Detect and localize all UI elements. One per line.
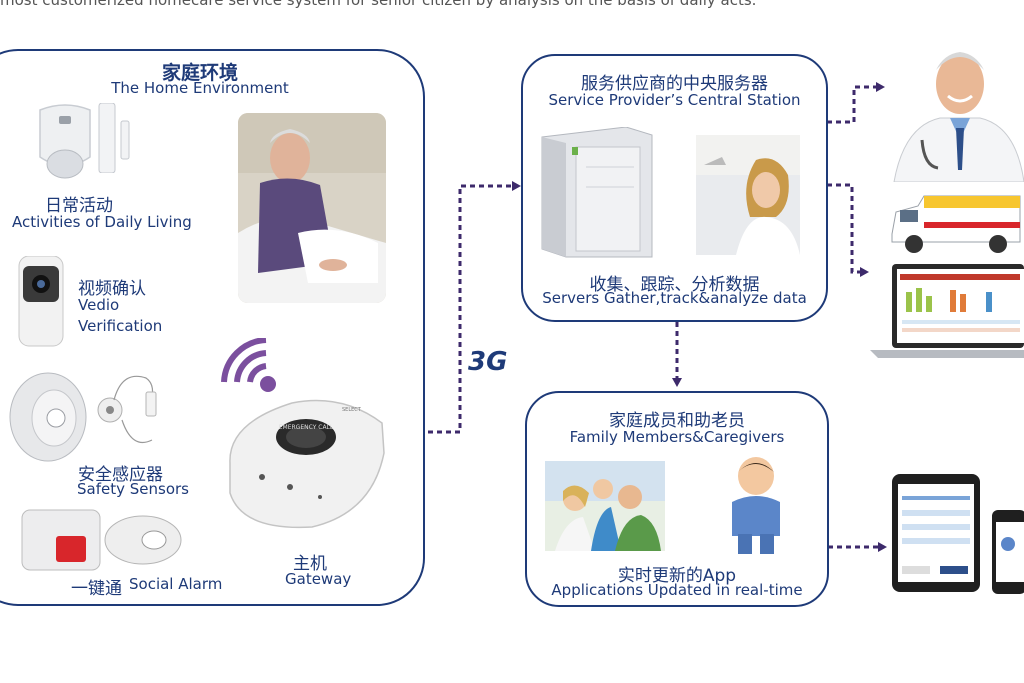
gateway-ring-text: EMERGENCY CALL	[279, 424, 334, 431]
adl-label-en: Activities of Daily Living	[12, 213, 192, 231]
phone-icon	[992, 510, 1024, 594]
safety-label-en: Safety Sensors	[77, 480, 189, 498]
server-icon	[536, 127, 654, 259]
wifi-icon	[220, 338, 282, 396]
smoke-detector-icon	[8, 370, 88, 464]
family-photo	[545, 461, 665, 551]
home-title-en: The Home Environment	[111, 79, 289, 97]
3g-label: 3G	[468, 347, 508, 377]
operator-photo	[696, 135, 800, 255]
gather-label-cn: 收集、跟踪、分析数据	[589, 275, 760, 295]
alarm-label-en: Social Alarm	[129, 575, 223, 593]
home-title-cn: 家庭环境	[161, 62, 238, 84]
family-title-cn: 家庭成员和助老员	[609, 411, 745, 431]
central-title-en: Service Provider’s Central Station	[548, 91, 801, 109]
tablet-icon	[892, 474, 982, 594]
video-label-cn: 视频确认	[78, 279, 146, 299]
video-label-en-1: Vedio	[78, 296, 120, 314]
door-contact-icon	[97, 103, 133, 173]
motion-sensor-icon	[35, 102, 95, 187]
safety-label-cn: 安全感应器	[78, 465, 163, 485]
gateway-device-icon: EMERGENCY CALL SELECT	[222, 393, 390, 531]
central-title-cn: 服务供应商的中央服务器	[581, 74, 768, 94]
video-label-en-2: Verification	[78, 317, 163, 335]
doctor-photo	[888, 40, 1024, 182]
gateway-label-en: Gateway	[285, 570, 352, 588]
ambulance-photo	[888, 186, 1024, 258]
gather-label-en: Servers Gather,track&analyze data	[542, 289, 807, 307]
caregiver-figure	[724, 456, 788, 556]
app-label-en: Applications Updated in real-time	[551, 581, 803, 599]
alarm-label-cn: 一键通	[71, 579, 122, 599]
gateway-small-text: SELECT	[342, 407, 362, 413]
gateway-label-cn: 主机	[293, 554, 327, 574]
laptop-icon	[870, 262, 1024, 362]
adl-label-cn: 日常活动	[45, 196, 113, 216]
remote-pendant-icon	[102, 510, 184, 570]
app-label-cn: 实时更新的App	[617, 566, 737, 586]
camera-icon	[17, 256, 65, 350]
alarm-button-icon	[20, 506, 102, 572]
intro-text: most customerized homecare service syste…	[0, 0, 757, 9]
door-sensor-icon	[92, 370, 164, 452]
elderly-man-photo	[238, 113, 386, 303]
family-title-en: Family Members&Caregivers	[569, 428, 785, 446]
